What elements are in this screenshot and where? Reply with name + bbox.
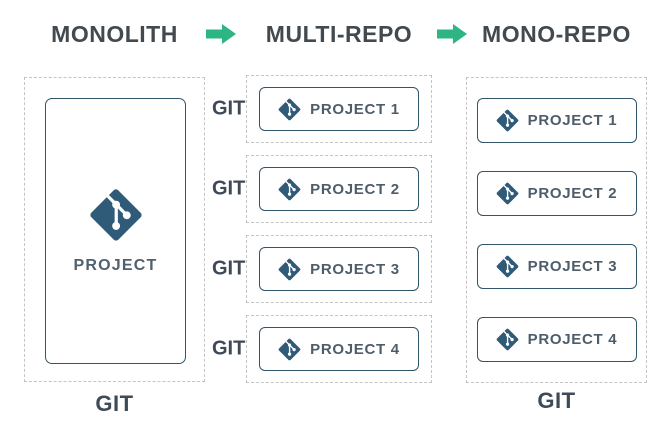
- git-repo-boundary: PROJECT 4: [246, 315, 432, 383]
- project-label: PROJECT 3: [310, 260, 400, 278]
- project-box: PROJECT 1: [476, 98, 637, 143]
- project-box: PROJECT 3: [259, 247, 419, 291]
- git-caption: GIT: [537, 388, 576, 413]
- monolith-git-boundary: PROJECT: [24, 77, 205, 382]
- project-label: PROJECT 3: [527, 258, 618, 275]
- multi-repo-row: GIT PROJECT 1: [212, 75, 432, 143]
- git-logo-icon: [496, 255, 519, 278]
- project-box: PROJECT 2: [259, 167, 419, 211]
- project-box: PROJECT 3: [476, 244, 637, 289]
- arrow-right-icon: [206, 24, 236, 44]
- project-label: PROJECT 2: [310, 180, 400, 198]
- multi-repo-row: GIT PROJECT 4: [212, 315, 432, 383]
- git-repo-label: GIT: [212, 177, 246, 200]
- stage-title-mono-repo: MONO-REPO: [482, 21, 631, 47]
- arrow-right-shape: [437, 24, 467, 44]
- git-logo-icon: [496, 109, 519, 132]
- monolith-project-box: PROJECT: [45, 98, 186, 364]
- project-label: PROJECT 2: [527, 185, 618, 202]
- git-repo-label: GIT: [212, 97, 246, 120]
- project-label: PROJECT 1: [310, 100, 400, 118]
- project-box: PROJECT 4: [476, 317, 637, 362]
- arrow-right-icon: [437, 24, 467, 44]
- project-box: PROJECT 4: [259, 327, 419, 371]
- git-logo-icon: [278, 338, 301, 360]
- git-logo-icon: [278, 98, 301, 120]
- git-repo-label: GIT: [212, 257, 246, 280]
- git-repo-boundary: PROJECT 3: [246, 235, 432, 303]
- multi-repo-column: GIT PROJECT 1 GIT PROJECT 2: [212, 75, 432, 395]
- stage-title-multi-repo: MULTI-REPO: [265, 21, 413, 47]
- stage-title-monolith: MONOLITH: [51, 21, 178, 47]
- git-logo-icon: [496, 328, 519, 351]
- git-logo-icon: [496, 182, 519, 205]
- project-box: PROJECT 2: [476, 171, 637, 216]
- git-repo-label: GIT: [212, 337, 246, 360]
- project-label: PROJECT 4: [310, 340, 400, 358]
- git-logo-icon: [278, 258, 301, 280]
- git-caption: GIT: [95, 391, 134, 416]
- project-label: PROJECT 1: [527, 112, 618, 129]
- multi-repo-row: GIT PROJECT 3: [212, 235, 432, 303]
- git-repo-boundary: PROJECT 1: [246, 75, 432, 143]
- git-logo-icon: [278, 178, 301, 200]
- project-label: PROJECT 4: [527, 331, 618, 348]
- project-box: PROJECT 1: [259, 87, 419, 131]
- project-label: PROJECT: [73, 256, 158, 274]
- arrow-right-shape: [206, 24, 236, 44]
- git-logo-icon: [89, 188, 142, 241]
- git-repo-boundary: PROJECT 2: [246, 155, 432, 223]
- multi-repo-row: GIT PROJECT 2: [212, 155, 432, 223]
- mono-repo-git-boundary: PROJECT 1 PROJECT 2 PROJECT 3 PROJECT 4: [466, 77, 647, 383]
